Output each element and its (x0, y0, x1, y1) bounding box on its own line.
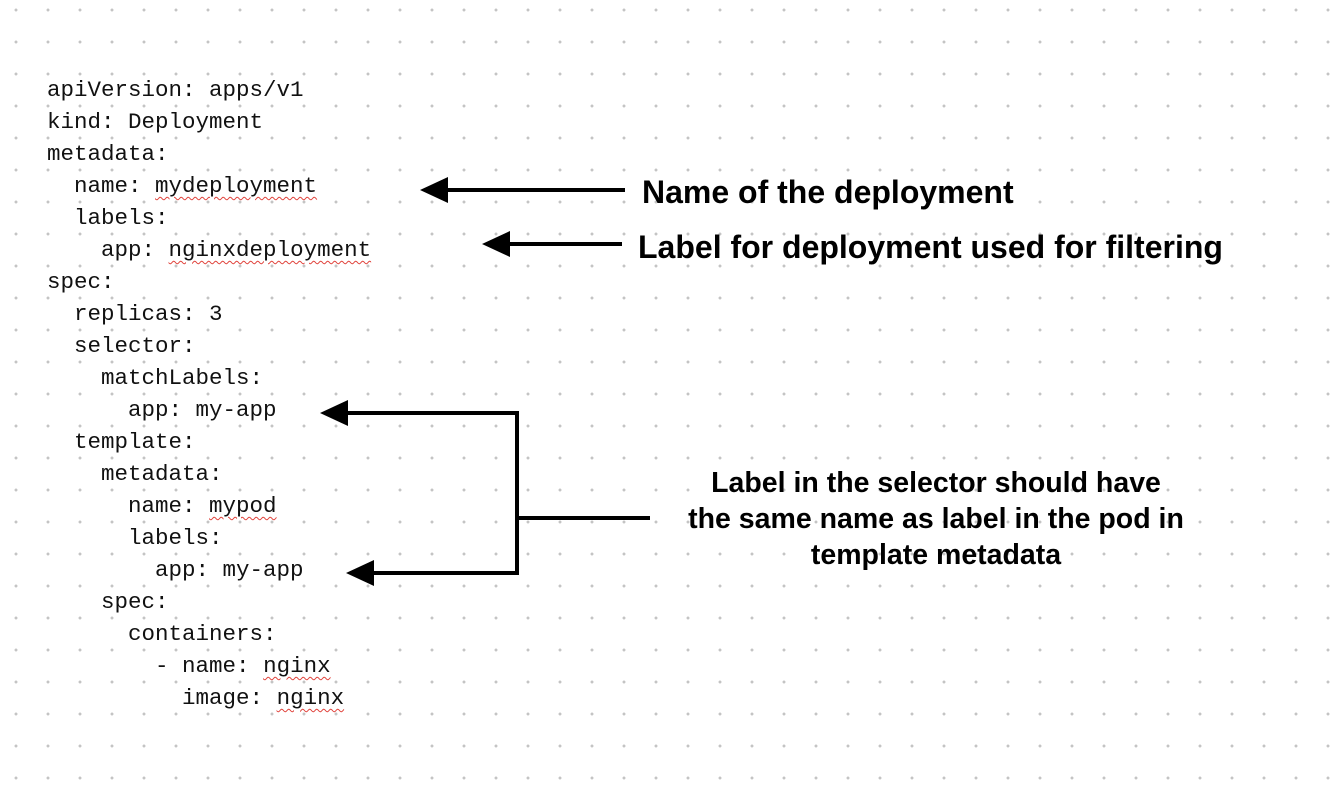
yaml-key: matchLabels: (47, 365, 264, 391)
arrow-to-deployment-label (482, 231, 622, 257)
yaml-key: app: (47, 237, 156, 263)
yaml-key: spec: (47, 269, 115, 295)
yaml-value: nginx (263, 653, 331, 679)
yaml-key: - name: (47, 653, 250, 679)
yaml-value: mydeployment (155, 173, 318, 199)
selector-label-annotation: Label in the selector should have the sa… (636, 465, 1236, 573)
yaml-value: my-app (222, 557, 304, 583)
bracket-connector (320, 400, 650, 586)
yaml-line: metadata: (47, 458, 371, 490)
yaml-value: my-app (195, 397, 277, 423)
selector-annotation-line-1: Label in the selector should have (711, 467, 1161, 499)
yaml-line: labels: (47, 522, 371, 554)
yaml-value: Deployment (128, 109, 264, 135)
yaml-line: image: nginx (47, 682, 371, 714)
arrow-to-pod-label-app (346, 560, 374, 586)
yaml-key: template: (47, 429, 196, 455)
yaml-key: labels: (47, 525, 223, 551)
yaml-value: nginxdeployment (168, 237, 372, 263)
yaml-line: - name: nginx (47, 650, 371, 682)
yaml-key: containers: (47, 621, 277, 647)
yaml-value: apps/v1 (209, 77, 304, 103)
yaml-value: nginx (276, 685, 345, 711)
yaml-line: replicas: 3 (47, 298, 371, 330)
yaml-line: name: mypod (47, 490, 371, 522)
yaml-key: app: (47, 397, 183, 423)
yaml-key: labels: (47, 205, 169, 231)
selector-annotation-line-2: the same name as label in the pod in (688, 503, 1184, 535)
yaml-key: app: (47, 557, 210, 583)
yaml-line: template: (47, 426, 371, 458)
yaml-line: app: nginxdeployment (47, 234, 371, 266)
yaml-key: image: (47, 685, 264, 711)
yaml-line: app: my-app (47, 394, 371, 426)
yaml-line: selector: (47, 330, 371, 362)
yaml-line: labels: (47, 202, 371, 234)
yaml-key: selector: (47, 333, 196, 359)
yaml-line: apiVersion: apps/v1 (47, 74, 371, 106)
selector-annotation-line-3: template metadata (810, 539, 1062, 571)
deployment-label-annotation: Label for deployment used for filtering (638, 229, 1223, 265)
yaml-line: metadata: (47, 138, 371, 170)
yaml-key: replicas: (47, 301, 196, 327)
yaml-line: name: mydeployment (47, 170, 371, 202)
yaml-line: kind: Deployment (47, 106, 371, 138)
arrow-to-matchlabels-app (320, 400, 348, 426)
yaml-line: spec: (47, 266, 371, 298)
yaml-key: metadata: (47, 461, 223, 487)
yaml-key: name: (47, 493, 196, 519)
yaml-line: spec: (47, 586, 371, 618)
yaml-key: apiVersion: (47, 77, 196, 103)
yaml-key: spec: (47, 589, 169, 615)
arrow-to-deployment-name (420, 177, 625, 203)
deployment-name-annotation: Name of the deployment (642, 174, 1014, 210)
yaml-value: 3 (209, 301, 223, 327)
yaml-key: kind: (47, 109, 115, 135)
yaml-key: name: (47, 173, 142, 199)
yaml-value: mypod (209, 493, 277, 519)
yaml-line: app: my-app (47, 554, 371, 586)
yaml-key: metadata: (47, 141, 169, 167)
yaml-line: matchLabels: (47, 362, 371, 394)
yaml-line: containers: (47, 618, 371, 650)
